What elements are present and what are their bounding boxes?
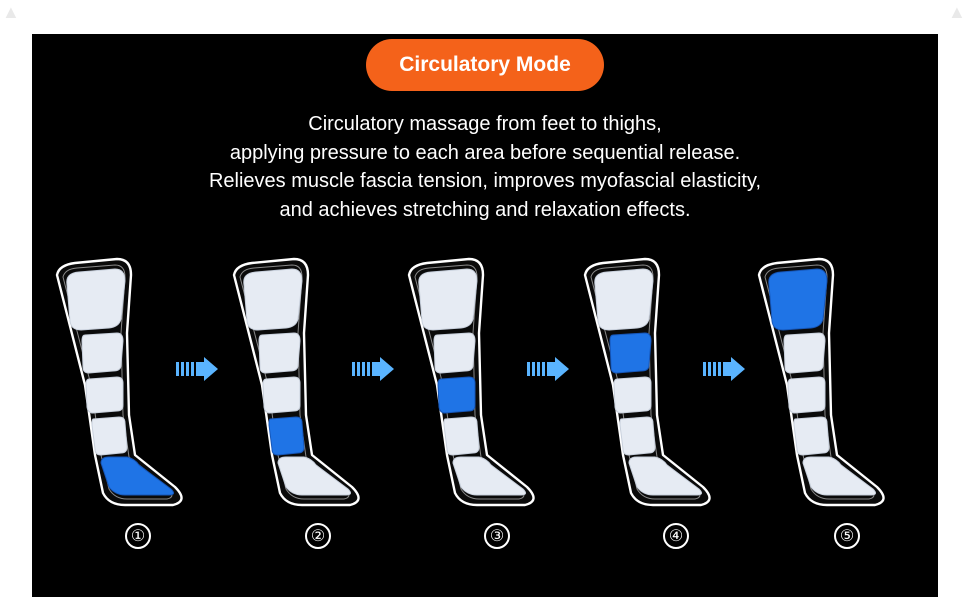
calf-chamber (787, 376, 826, 414)
step-number: ⑤ (834, 523, 860, 549)
description-line: Circulatory massage from feet to thighs, (308, 113, 662, 135)
corner-mark-right: ▲ (948, 2, 966, 22)
mode-title-badge: Circulatory Mode (366, 39, 604, 91)
step-number: ② (305, 523, 331, 549)
calf-chamber (613, 376, 652, 414)
step-number: ① (125, 523, 151, 549)
leg-figure-step-5 (757, 257, 885, 507)
thigh-chamber (594, 268, 654, 331)
leg-figure-step-4 (583, 257, 711, 507)
knee-chamber (81, 332, 124, 374)
foot-chamber (628, 456, 703, 496)
corner-mark-left: ▲ (2, 2, 20, 22)
description-line: Relieves muscle fascia tension, improves… (208, 170, 762, 192)
thigh-chamber (243, 268, 303, 331)
ankle-chamber-active (268, 416, 305, 456)
leg-figure-step-3 (407, 257, 535, 507)
foot-chamber-active (100, 456, 175, 496)
right-arrow-icon (176, 357, 218, 381)
step-number: ④ (663, 523, 689, 549)
leg-figure-step-2 (232, 257, 360, 507)
ankle-chamber (619, 416, 656, 456)
leg-figure-step-1 (55, 257, 183, 507)
knee-chamber (783, 332, 826, 374)
right-arrow-icon (703, 357, 745, 381)
ankle-chamber (443, 416, 480, 456)
knee-chamber-active (609, 332, 652, 374)
calf-chamber (85, 376, 124, 414)
thigh-chamber (418, 268, 478, 331)
mode-description: Circulatory massage from feet to thighs,… (0, 110, 970, 224)
foot-chamber (452, 456, 527, 496)
calf-chamber-active (437, 376, 476, 414)
ankle-chamber (793, 416, 830, 456)
ankle-chamber (91, 416, 128, 456)
thigh-chamber (66, 268, 126, 331)
thigh-chamber-active (768, 268, 828, 331)
description-line: and achieves stretching and relaxation e… (279, 198, 691, 221)
step-number: ③ (484, 523, 510, 549)
description-line: applying pressure to each area before se… (229, 141, 741, 164)
right-arrow-icon (527, 357, 569, 381)
knee-chamber (258, 332, 301, 374)
foot-chamber (277, 456, 352, 496)
foot-chamber (802, 456, 877, 496)
calf-chamber (262, 376, 301, 414)
knee-chamber (433, 332, 476, 374)
right-arrow-icon (352, 357, 394, 381)
